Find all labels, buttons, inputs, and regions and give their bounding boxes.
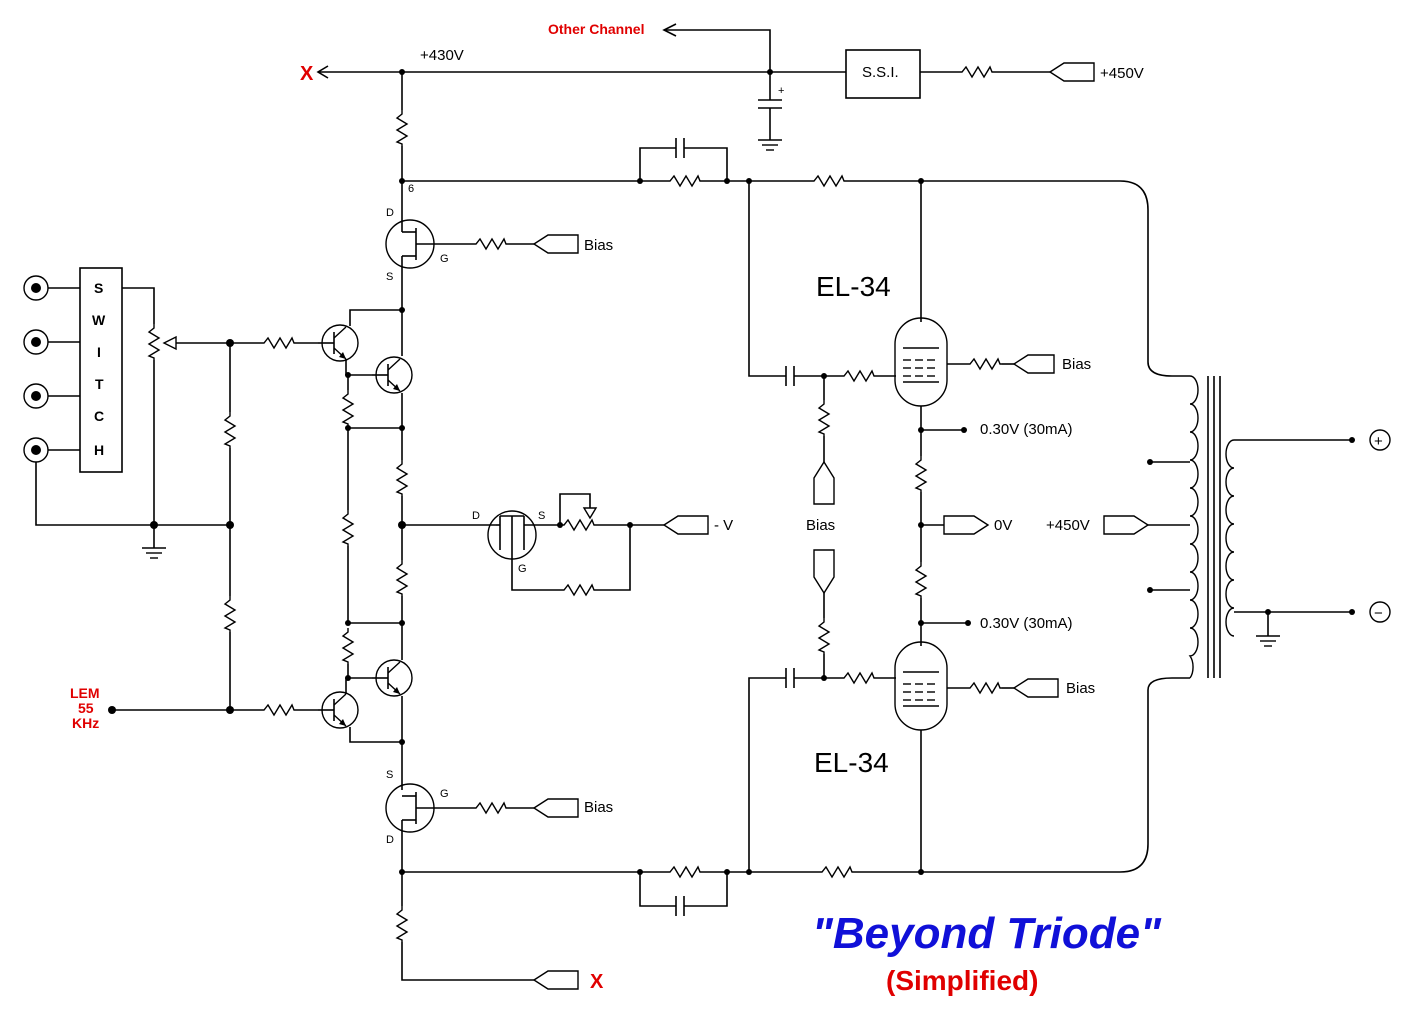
jfet-current-source xyxy=(402,493,709,596)
driver-column xyxy=(317,72,1149,990)
diagram-subtitle: (Simplified) xyxy=(886,965,1038,996)
grid-network xyxy=(748,181,896,872)
zero-v-label: 0V xyxy=(994,517,1012,534)
cap-plus-label: + xyxy=(778,85,784,97)
lem-label-3: KHz xyxy=(72,715,99,731)
pin-d-top: D xyxy=(386,207,394,219)
pin-g-bottom: G xyxy=(440,788,449,800)
bias-tube-top: Bias xyxy=(1062,356,1091,373)
other-channel-label: Other Channel xyxy=(548,21,644,37)
pin-s-jfet: S xyxy=(538,510,545,522)
pin-s-bottom: S xyxy=(386,769,393,781)
switch-letter-i: I xyxy=(97,344,101,360)
v450-ct-label: +450V xyxy=(1046,517,1090,534)
out-minus-label: − xyxy=(1374,605,1383,622)
bias-mosfet-top: Bias xyxy=(584,237,613,254)
pin-s-top: S xyxy=(386,271,393,283)
x-label-top: X xyxy=(300,63,314,85)
ssi-label: S.S.I. xyxy=(862,64,899,81)
neg-v-label: - V xyxy=(714,517,733,534)
output-transformer xyxy=(1103,361,1391,691)
tube-top-label: EL-34 xyxy=(816,271,891,302)
switch-letter-h: H xyxy=(94,442,104,458)
supply-rail xyxy=(316,23,1095,151)
diagram-title: "Beyond Triode" xyxy=(812,909,1162,958)
pin-g-jfet: G xyxy=(518,563,527,575)
switch-letter-c: C xyxy=(94,408,104,424)
v450-supply-label: +450V xyxy=(1100,65,1144,82)
x-label-bottom: X xyxy=(590,971,604,993)
pin-d-jfet: D xyxy=(472,510,480,522)
out-plus-label: + xyxy=(1374,433,1383,450)
switch-letter-t: T xyxy=(95,376,104,392)
pin-6: 6 xyxy=(408,183,414,195)
pin-d-bottom: D xyxy=(386,834,394,846)
bias-mosfet-bottom: Bias xyxy=(584,799,613,816)
switch-letter-w: W xyxy=(92,312,106,328)
lem-label-1: LEM xyxy=(70,685,100,701)
pin-g-top: G xyxy=(440,253,449,265)
v430-label: +430V xyxy=(420,47,464,64)
switch-letter-s: S xyxy=(94,280,103,296)
lem-label-2: 55 xyxy=(78,700,94,716)
bias-center-label: Bias xyxy=(806,517,835,534)
meter-bottom-label: 0.30V (30mA) xyxy=(980,615,1073,632)
tube-bottom-label: EL-34 xyxy=(814,747,889,778)
meter-top-label: 0.30V (30mA) xyxy=(980,421,1073,438)
output-tubes xyxy=(894,181,1059,872)
input-section xyxy=(23,267,318,716)
bias-tube-bottom: Bias xyxy=(1066,680,1095,697)
